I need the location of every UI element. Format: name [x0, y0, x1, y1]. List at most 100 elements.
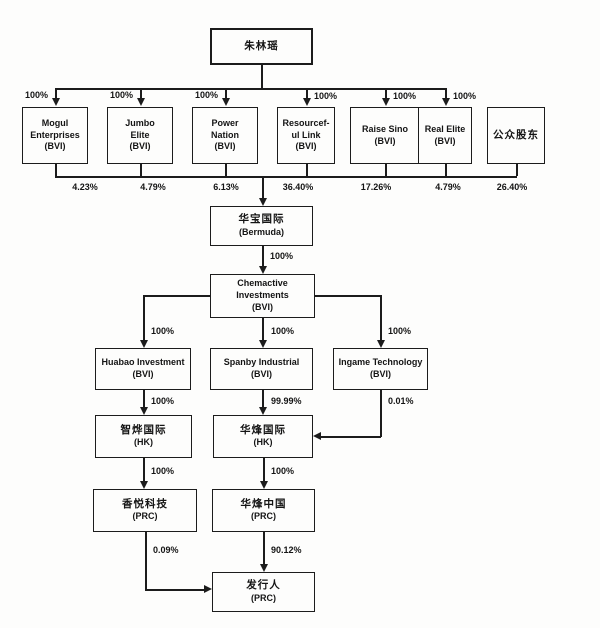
edge-line — [143, 390, 145, 408]
node-label: ul Link — [291, 129, 321, 140]
node-label: Enterprises — [30, 129, 80, 140]
edge-line — [55, 176, 517, 178]
node-xiangyue-technology-prc: 香悦科技 (PRC) — [93, 489, 197, 532]
node-label: (PRC) — [132, 511, 158, 522]
node-chemactive-investments: Chemactive Investments (BVI) — [210, 274, 315, 318]
edge-line — [306, 164, 308, 176]
ownership-label: 100% — [24, 90, 48, 100]
ownership-label: 100% — [271, 326, 295, 336]
edge-line — [321, 436, 381, 438]
node-label: 香悦科技 — [122, 497, 168, 510]
edge-line — [262, 176, 264, 199]
edge-line — [315, 295, 380, 297]
node-label: Power — [211, 117, 239, 128]
arrowhead-down — [139, 481, 148, 489]
arrowhead-left — [313, 432, 321, 440]
edge-line — [140, 88, 142, 99]
node-label: (BVI) — [252, 301, 273, 312]
node-label: 发行人 — [246, 579, 281, 592]
node-jumbo-elite: Jumbo Elite (BVI) — [107, 107, 173, 164]
node-real-elite: Real Elite (BVI) — [418, 107, 472, 164]
edge-line — [516, 164, 518, 176]
edge-line — [140, 164, 142, 176]
arrowhead-down — [221, 98, 230, 106]
node-label: Spanby Industrial — [223, 357, 300, 368]
ownership-label: 100% — [314, 91, 338, 101]
edge-line — [445, 164, 447, 176]
stake-label: 4.23% — [72, 182, 98, 192]
edge-line — [306, 88, 308, 99]
node-power-nation: Power Nation (BVI) — [192, 107, 258, 164]
node-ingame-technology: Ingame Technology (BVI) — [333, 348, 428, 390]
edge-line — [380, 295, 382, 340]
edge-line — [55, 164, 57, 176]
arrowhead-down — [381, 98, 390, 106]
node-huabao-international: 华宝国际 (Bermuda) — [210, 206, 313, 246]
stake-label: 17.26% — [360, 182, 392, 192]
node-label: (BVI) — [434, 135, 456, 146]
node-label: (BVI) — [370, 369, 391, 379]
node-label: (BVI) — [129, 141, 151, 152]
arrowhead-down — [136, 98, 145, 106]
ownership-label: 100% — [271, 466, 295, 476]
node-issuer-prc: 发行人 (PRC) — [212, 572, 315, 612]
edge-line — [263, 532, 265, 565]
edge-line — [55, 88, 57, 99]
node-mogul-enterprises: Mogul Enterprises (BVI) — [22, 107, 88, 164]
node-public-shareholders: 公众股东 — [487, 107, 545, 164]
node-label: (BVI) — [214, 141, 236, 152]
ownership-label: 100% — [194, 90, 218, 100]
ownership-label: 100% — [453, 91, 477, 101]
node-label: Raise Sino — [361, 123, 408, 134]
node-label: Real Elite — [424, 123, 466, 134]
node-label: (BVI) — [251, 369, 272, 379]
edge-line — [143, 458, 145, 482]
node-spanby-industrial: Spanby Industrial (BVI) — [210, 348, 313, 390]
arrowhead-down — [259, 481, 268, 489]
ownership-label: 100% — [393, 91, 417, 101]
arrowhead-down — [139, 340, 148, 348]
node-label: (BVI) — [44, 141, 66, 152]
ownership-label: 100% — [151, 326, 175, 336]
node-label: Huabao Investment — [101, 357, 185, 368]
edge-line — [262, 246, 264, 267]
edge-line — [263, 458, 265, 482]
node-raise-sino: Raise Sino (BVI) — [350, 107, 420, 164]
node-huafeng-china-prc: 华烽中国 (PRC) — [212, 489, 315, 532]
stake-label: 6.13% — [213, 182, 239, 192]
ownership-label: 100% — [388, 326, 412, 336]
edge-line — [262, 390, 264, 408]
node-label: 朱林瑶 — [244, 39, 279, 52]
ownership-label: 100% — [151, 396, 175, 406]
edge-line — [262, 318, 264, 340]
node-label: (BVI) — [295, 141, 317, 152]
arrowhead-down — [302, 98, 311, 106]
node-label: 华烽中国 — [240, 497, 287, 510]
node-label: Nation — [211, 129, 239, 140]
node-label: 华烽国际 — [240, 423, 286, 436]
ownership-label: 100% — [109, 90, 133, 100]
node-label: (Bermuda) — [238, 226, 284, 237]
ownership-label: 0.01% — [388, 396, 414, 406]
arrowhead-right — [204, 585, 212, 593]
edge-line — [380, 390, 382, 437]
arrowhead-down — [258, 266, 267, 274]
node-label: Resourcef- — [282, 117, 330, 128]
node-huabao-investment: Huabao Investment (BVI) — [95, 348, 191, 390]
arrowhead-down — [258, 340, 267, 348]
node-label: Ingame Technology — [338, 357, 423, 368]
node-label: Jumbo — [125, 117, 155, 128]
edge-line — [143, 295, 210, 297]
arrowhead-down — [258, 407, 267, 415]
node-label: 智烨国际 — [120, 423, 167, 436]
edge-line — [385, 88, 387, 99]
edge-line — [143, 295, 145, 340]
node-label: Chemactive — [237, 278, 288, 289]
node-label: (PRC) — [251, 592, 276, 603]
edge-line — [145, 532, 147, 590]
node-label: (BVI) — [132, 369, 154, 379]
node-zhu-linyao: 朱林瑶 — [210, 28, 313, 65]
node-label: 华宝国际 — [238, 213, 285, 226]
arrowhead-down — [258, 198, 267, 206]
